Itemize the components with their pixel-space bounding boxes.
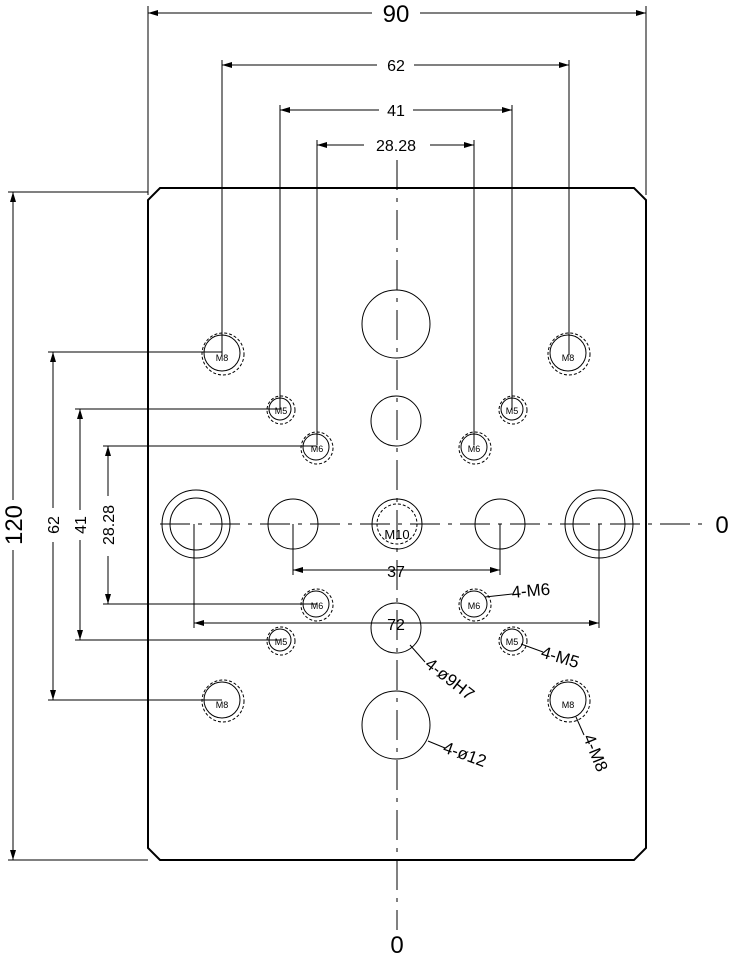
dim-width: 90 [147,1,647,195]
svg-text:M5: M5 [506,637,519,647]
dim-pin-span-text: 37 [387,564,405,581]
dim-height: 120 [1,191,148,861]
callout-m5-text: 4-M5 [539,643,582,672]
dim-m6-vertical: 28.28 [101,445,317,605]
m6-hole-top-left: M6 [300,431,334,465]
svg-text:M6: M6 [468,601,481,611]
dim-m8-horizontal: 62 [221,58,570,355]
m6-hole-bottom-left: M6 [300,588,334,622]
dim-m8-vertical: 62 [46,351,222,701]
callout-bore-text: 4-ø12 [441,738,489,771]
dim-width-text: 90 [383,1,410,28]
svg-text:M8: M8 [562,700,575,710]
callout-m6: 4-M6 [484,580,551,602]
counterbore-left [161,489,231,559]
m5-hole-top-right: M5 [498,395,528,425]
svg-text:M5: M5 [275,637,288,647]
callout-pin: 4-ø9H7 [409,644,478,704]
m8-hole-top-right: M8 [547,332,591,376]
callout-m8-text: 4-M8 [579,731,611,774]
dim-m8-vertical-text: 62 [46,516,63,534]
m6-hole-top-right: M6 [458,431,492,465]
pin-hole-bottom [370,602,422,654]
m8-hole-bottom-left: M8 [201,679,245,723]
dim-height-text: 120 [1,505,28,545]
center-hole-label: M10 [384,527,409,542]
bore-top [361,289,431,359]
dim-m6-vertical-text: 28.28 [101,505,118,545]
m5-hole-top-left: M5 [266,395,296,425]
svg-text:M6: M6 [311,601,324,611]
m5-hole-bottom-right: M5 [498,626,528,656]
origin-label-vertical: 0 [390,932,403,957]
m8-hole-bottom-right: M8 [547,679,591,723]
dim-m5-vertical: 41 [73,408,280,641]
dim-m6-horizontal: 28.28 [316,138,475,445]
dim-m6-horizontal-text: 28.28 [376,138,416,155]
svg-text:M5: M5 [275,406,288,416]
dim-m5-vertical-text: 41 [73,516,90,534]
center-hole-m10: M10 [371,498,423,550]
dim-bore-span-text: 72 [387,617,405,634]
svg-text:M8: M8 [216,353,229,363]
callout-bore: 4-ø12 [427,738,489,771]
dim-bore-span: 72 [193,524,600,634]
pin-hole-left [267,498,319,550]
dim-m5-horizontal-text: 41 [387,103,405,120]
origin-label-horizontal: 0 [715,512,728,539]
dim-m8-horizontal-text: 62 [387,58,405,75]
dim-m5-horizontal: 41 [279,103,513,410]
svg-text:M6: M6 [468,444,481,454]
m8-hole-top-left: M8 [201,332,245,376]
bore-bottom [361,690,431,760]
counterbore-right [564,489,634,559]
svg-text:M8: M8 [562,353,575,363]
callout-m8: 4-M8 [575,716,611,774]
m6-hole-bottom-right: M6 [458,588,492,622]
m5-hole-bottom-left: M5 [266,626,296,656]
callout-m6-text: 4-M6 [511,580,551,602]
callout-pin-text: 4-ø9H7 [422,654,478,704]
svg-text:M8: M8 [216,700,229,710]
plate-outline [147,187,647,861]
callout-m5: 4-M5 [520,643,582,672]
svg-text:M6: M6 [311,444,324,454]
svg-text:M5: M5 [506,406,519,416]
pin-hole-right [474,498,526,550]
pin-hole-top [370,395,422,447]
